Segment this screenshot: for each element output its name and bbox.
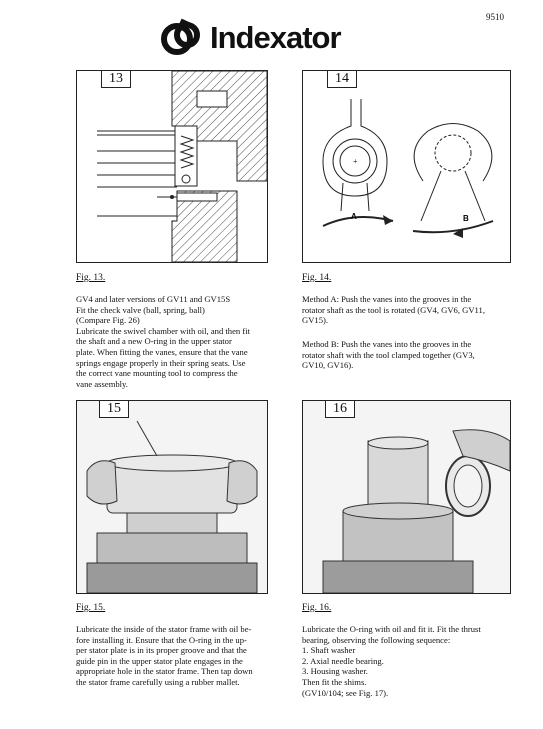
text-line: Method A: Push the vanes into the groove… [302, 294, 472, 304]
indexator-logo-icon [161, 18, 200, 55]
text-line: Method B: Push the vanes into the groove… [302, 339, 472, 349]
text-fig-14-method-b: Method B: Push the vanes into the groove… [302, 339, 517, 371]
text-line: bearing, observing the following sequenc… [302, 634, 451, 645]
text-line: springs engage properly in their spring … [76, 357, 246, 368]
text-line: vane assembly. [76, 378, 128, 389]
text-line: rotator shaft with the tool clamped toge… [302, 349, 475, 360]
text-fig-13: GV4 and later versions of GV11 and GV15S… [76, 294, 291, 389]
text-line: GV4 and later versions of GV11 and GV15S [76, 294, 231, 304]
label-b: B [463, 214, 469, 223]
figure-15: 15 [76, 400, 268, 594]
brand-name: Indexator [210, 19, 342, 55]
figure-number-13: 13 [101, 71, 131, 88]
text-line: 3. Housing washer. [302, 666, 368, 677]
text-line: fore installing it. Ensure that the O-ri… [76, 634, 247, 645]
figure-number-14: 14 [327, 71, 357, 88]
text-line: GV15). [302, 315, 329, 326]
text-line: Lubricate the inside of the stator frame… [76, 624, 252, 634]
text-line: Lubricate the swivel chamber with oil, a… [76, 325, 250, 336]
text-line: the shaft and a new O-ring in the upper … [76, 336, 232, 347]
caption-fig-15: Fig. 15. [76, 603, 106, 613]
text-line: per stator plate is in its proper groove… [76, 645, 247, 656]
text-line: 1. Shaft washer [302, 645, 356, 656]
text-line: (Compare Fig. 26) [76, 315, 140, 326]
svg-text:+: + [353, 157, 358, 166]
caption-fig-14: Fig. 14. [302, 273, 332, 283]
text-line: appropriate hole in the stator frame. Th… [76, 666, 253, 677]
vane-mounting-tool-drawing: + A B [322, 99, 494, 238]
check-valve-section-drawing [97, 71, 267, 262]
text-line: Then fit the shims. [302, 676, 367, 687]
page-number: 9510 [486, 12, 504, 22]
caption-fig-13: Fig. 13. [76, 273, 106, 283]
stator-frame-installation-photo [77, 401, 267, 593]
text-line: 2. Axial needle bearing. [302, 655, 384, 666]
figure-13: 13 [76, 70, 268, 263]
text-line: Lubricate the O-ring with oil and fit it… [302, 624, 481, 634]
figure-number-15: 15 [99, 401, 129, 418]
figure-number-16: 16 [325, 401, 355, 418]
text-line: the stator frame carefully using a rubbe… [76, 676, 240, 687]
text-line: Fit the check valve (ball, spring, ball) [76, 304, 205, 315]
caption-fig-16: Fig. 16. [302, 603, 332, 613]
thrust-bearing-fitting-photo [303, 401, 510, 593]
text-line: the correct vane mounting tool to compre… [76, 368, 238, 379]
text-fig-15: Lubricate the inside of the stator frame… [76, 624, 291, 688]
text-line: guide pin in the upper stator plate enga… [76, 655, 243, 666]
text-fig-14-method-a: Method A: Push the vanes into the groove… [302, 294, 517, 326]
text-fig-16: Lubricate the O-ring with oil and fit it… [302, 624, 517, 698]
brand-logo: Indexator [160, 18, 342, 56]
text-line: (GV10/104; see Fig. 17). [302, 687, 389, 698]
label-a: A [351, 212, 357, 221]
text-line: GV10, GV16). [302, 360, 354, 371]
figure-14: 14 + A B [302, 70, 511, 263]
text-line: rotator shaft as the tool is rotated (GV… [302, 304, 485, 315]
figure-16: 16 [302, 400, 511, 594]
text-line: plate. When fitting the vanes, ensure th… [76, 346, 248, 357]
